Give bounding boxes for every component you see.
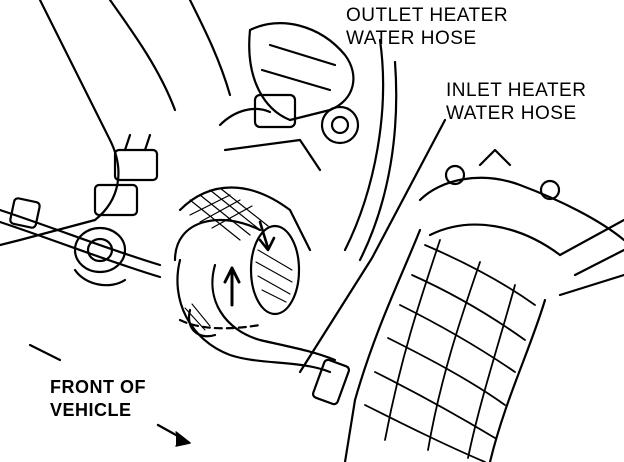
inlet-heater-label-line2: WATER HOSE xyxy=(446,103,577,124)
flow-arrow-up xyxy=(223,266,241,307)
inlet-heater-label-line1: INLET HEATER xyxy=(446,80,587,101)
outlet-heater-label-line2: WATER HOSE xyxy=(346,28,477,49)
front-of-vehicle-label-line2: VEHICLE xyxy=(50,400,132,420)
outlet-heater-label-line1: OUTLET HEATER xyxy=(346,5,509,26)
intake-duct xyxy=(343,228,422,462)
upper-engine-block xyxy=(248,22,355,122)
outlet-heater-water-hose xyxy=(178,186,312,252)
vacuum-tube xyxy=(0,208,162,267)
fender-panel xyxy=(0,0,120,247)
front-of-vehicle-label-line1: FRONT OF xyxy=(50,377,146,397)
inlet-heater-leader xyxy=(298,118,447,374)
flow-arrow-down xyxy=(258,220,276,252)
fender-panel-edge xyxy=(108,0,177,112)
